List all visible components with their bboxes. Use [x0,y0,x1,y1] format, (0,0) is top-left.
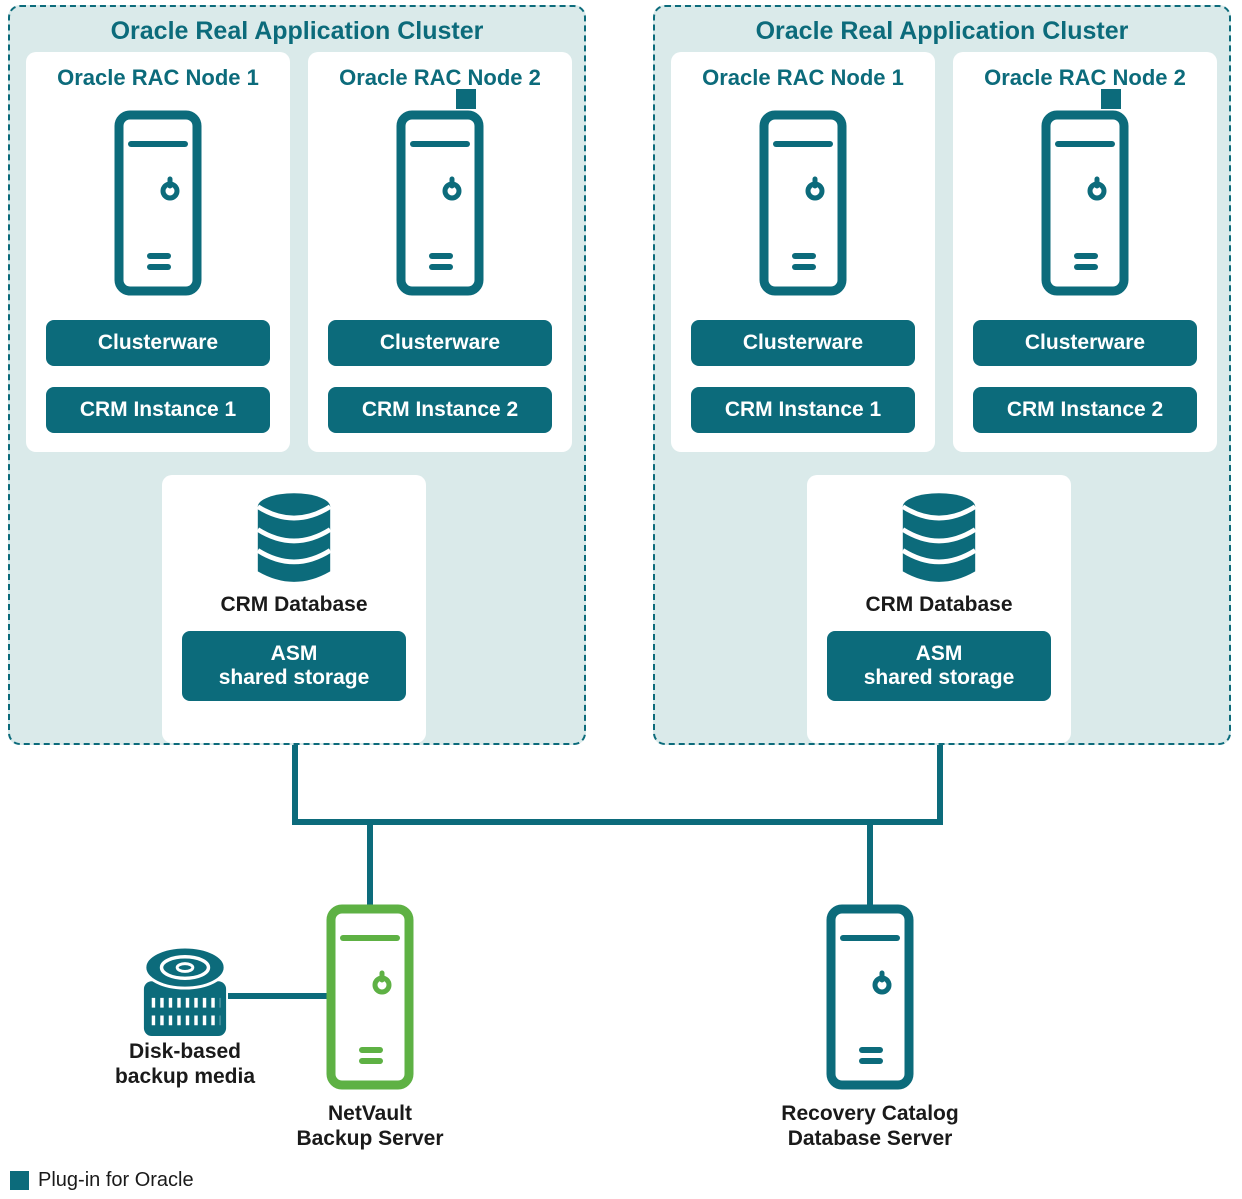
node-title: Oracle RAC Node 1 [702,65,904,90]
legend-swatch-icon [10,1171,29,1190]
rac-cluster-2: Oracle Real Application Cluster Oracle R… [653,5,1231,745]
rac-node-2: Oracle RAC Node 2 Clusterware CRM Instan… [308,52,572,452]
clusterware-label: Clusterware [46,320,270,366]
netvault-caption-line2: Backup Server [296,1126,444,1150]
recovery-server-caption: Recovery Catalog Database Server [750,1102,990,1152]
recovery-caption-line1: Recovery Catalog [781,1102,959,1125]
crm-instance-label: CRM Instance 2 [973,387,1197,433]
clusterware-label: Clusterware [328,320,552,366]
server-tower-icon [114,110,202,296]
rac-cluster-1: Oracle Real Application Cluster Oracle R… [8,5,586,745]
clusterware-label: Clusterware [973,320,1197,366]
crm-instance-label: CRM Instance 1 [691,387,915,433]
crm-database-box: CRM Database ASM shared storage [162,475,426,743]
asm-storage-line2: shared storage [863,666,1015,689]
recovery-caption-line2: Database Server [787,1126,953,1150]
database-icon [899,489,979,589]
server-tower-icon [396,110,484,296]
cluster-bus-connector [292,745,943,825]
node-title: Oracle RAC Node 1 [57,65,259,90]
database-icon [254,489,334,589]
cluster-title: Oracle Real Application Cluster [755,17,1129,45]
netvault-server-caption: NetVault Backup Server [250,1102,490,1152]
asm-storage-line1: ASM [270,642,318,666]
recovery-catalog-server-icon [826,903,914,1091]
asm-storage-line1: ASM [915,642,963,666]
crm-instance-label: CRM Instance 1 [46,387,270,433]
asm-shared-storage-label: ASM shared storage [827,631,1051,701]
asm-storage-line2: shared storage [218,666,370,689]
plugin-for-oracle-marker-icon [456,89,476,109]
legend-label: Plug-in for Oracle [38,1169,194,1191]
rac-node-1: Oracle RAC Node 1 Clusterware CRM Instan… [671,52,935,452]
netvault-backup-server-icon [326,903,414,1091]
asm-shared-storage-label: ASM shared storage [182,631,406,701]
netvault-caption-line1: NetVault [327,1102,413,1125]
server-tower-icon [1041,110,1129,296]
crm-database-label: CRM Database [220,593,368,616]
disk-media-caption-line2: backup media [114,1064,256,1088]
crm-database-label: CRM Database [865,593,1013,616]
server-tower-icon [759,110,847,296]
rac-node-2: Oracle RAC Node 2 Clusterware CRM Instan… [953,52,1217,452]
plugin-for-oracle-marker-icon [1101,89,1121,109]
disk-media-caption: Disk-based backup media [65,1040,305,1090]
rac-node-1: Oracle RAC Node 1 Clusterware CRM Instan… [26,52,290,452]
node-title: Oracle RAC Node 2 [984,65,1186,90]
crm-database-box: CRM Database ASM shared storage [807,475,1071,743]
cluster-title: Oracle Real Application Cluster [110,17,484,45]
clusterware-label: Clusterware [691,320,915,366]
disk-backup-media-icon [140,944,230,1038]
disk-media-caption-line1: Disk-based [128,1040,242,1063]
crm-instance-label: CRM Instance 2 [328,387,552,433]
node-title: Oracle RAC Node 2 [339,65,541,90]
